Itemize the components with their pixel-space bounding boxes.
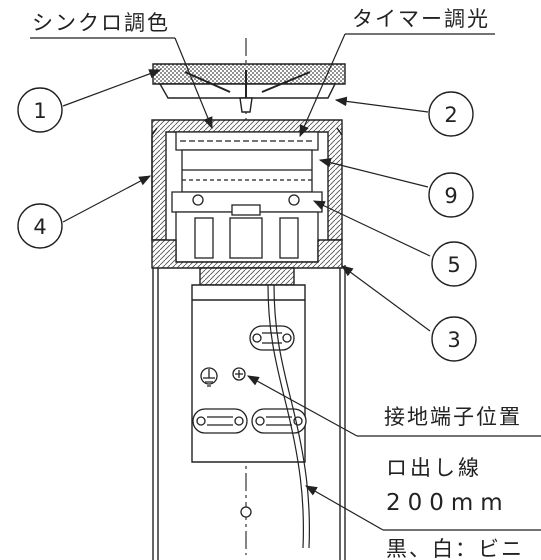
svg-text:5: 5	[447, 253, 460, 277]
callout-2: 2	[428, 91, 474, 137]
callout-1: 1	[17, 87, 63, 133]
lens-assembly	[175, 131, 319, 193]
callout-5: 5	[431, 241, 477, 287]
label-ground-terminal: 接地端子位置	[384, 405, 522, 429]
pole-outline	[152, 265, 346, 560]
drain-hole	[240, 506, 252, 518]
socket-assembly	[171, 191, 323, 263]
svg-text:2: 2	[444, 103, 457, 127]
leader-lines	[30, 33, 541, 531]
svg-text:3: 3	[447, 328, 460, 352]
top-cover	[152, 63, 346, 113]
svg-text:1: 1	[33, 99, 46, 123]
cable-clamp-lower	[192, 408, 307, 434]
lower-collar	[151, 239, 343, 286]
label-timer-dimming: タイマー調光	[352, 7, 490, 31]
label-sync-color: シンクロ調色	[32, 11, 170, 35]
svg-text:9: 9	[444, 184, 457, 208]
callout-9: 9	[428, 172, 474, 218]
callout-4: 4	[17, 203, 63, 249]
label-lead-length: 200mm	[386, 490, 510, 516]
svg-text:4: 4	[33, 215, 46, 239]
label-lead-color: 黒、白：ビニ	[386, 537, 524, 560]
ground-terminal	[200, 367, 246, 387]
label-lead-wire: ロ出し線	[386, 456, 482, 480]
callout-3: 3	[431, 316, 477, 362]
